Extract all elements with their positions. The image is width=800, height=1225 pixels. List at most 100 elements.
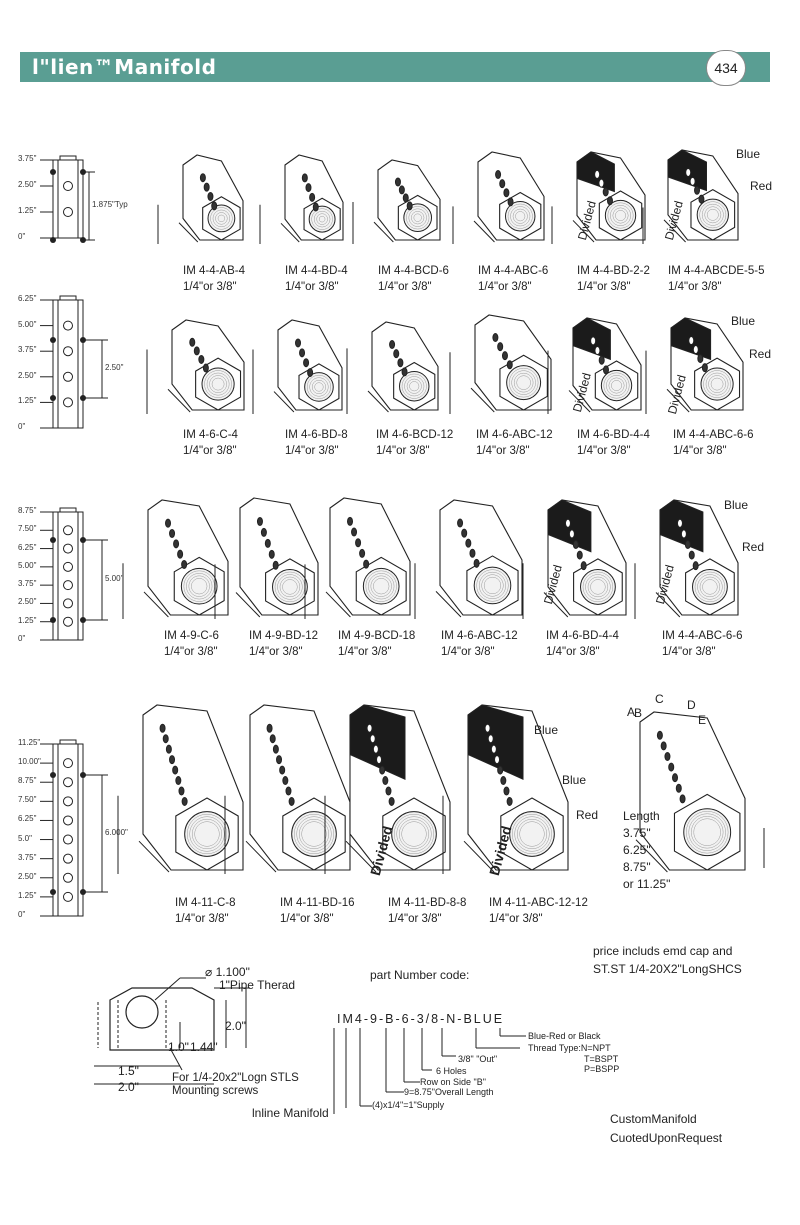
thread-size-label: 1/4"or 3/8" [175,913,229,925]
part-code-label: IM 4-4-BD-4 [285,265,348,277]
d2-label: 1.44" [190,1040,218,1054]
code-note-color: Blue-Red or Black [528,1031,601,1041]
code-note-out: 3/8" "Out" [458,1054,498,1064]
manifold-drawing [634,499,739,619]
part-code-leaders [333,1028,526,1114]
scale-tick-label: 0" [18,634,26,643]
part-code-label: IM 4-11-C-8 [175,897,236,909]
scale-tick-label: 1.25" [18,206,37,215]
scale-tick-label: 11.25" [18,738,41,747]
item-label: IM 4-11-C-8 1/4"or 3/8" [175,895,236,927]
part-code-label: IM 4-9-BCD-18 [338,630,416,642]
thread-size-label: 1/4"or 3/8" [476,445,530,457]
scale-dimension-label: 5.00" [105,574,124,583]
code-note-holes: 6 Holes [436,1066,467,1076]
scale-tick-label: 5.00" [18,560,37,570]
scale-drawing-row-4 [40,739,108,917]
scale-tick-label: 10.00" [18,757,41,767]
thread-size-label: 1/4"or 3/8" [673,445,727,457]
code-note-thread: Thread Type:N=NPT [528,1043,611,1053]
custom-note-line-1: CustomManifold [610,1112,697,1126]
screw-note-line-1: For 1/4-20x2"Logn STLS [172,1072,299,1084]
item-label: IM 4-6-ABC-12 1/4"or 3/8" [476,427,553,459]
part-code-label: IM 4-6-BD-8 [285,429,348,441]
scale-tick-label: 1.25" [18,396,37,406]
scale-tick-label: 6.25" [18,542,37,552]
manifold-drawing [645,317,744,414]
length-4: or 11.25" [623,877,671,891]
scale-tick-label: 1.25" [18,890,37,900]
part-code-label: IM 4-6-C-4 [183,429,238,441]
thread-size-label: 1/4"or 3/8" [183,445,237,457]
part-code-label: IM 4-4-ABC-6 [478,265,549,277]
scale-tick-label: 2.50" [18,370,37,380]
sides-diagram-manifold [635,711,765,873]
scale-tick-label: 2.50" [18,180,37,189]
manifold-drawing [157,154,244,244]
manifold-drawing [642,149,739,244]
inline-manifold-label: lnline Manifold [252,1106,329,1120]
code-note-supply: (4)x1/4"=1"Supply [372,1100,445,1110]
side-letter-b: B [634,706,643,720]
screw-note: For 1/4-20x2"Logn STLS Mounting screws [172,1072,299,1098]
blue-tag: Blue [736,147,761,161]
manifold-drawing [452,151,545,244]
side-letter-a: A [627,705,636,719]
scale-dimension-label: 1.875"Typ [92,200,128,209]
scale-drawing-row-2 [40,295,108,429]
manifold-drawing [346,321,439,414]
length-1: 3.75" [623,826,651,840]
thread-size-label: 1/4"or 3/8" [285,445,339,457]
side-letter-c: C [655,692,664,706]
scale-tick-label: 0" [18,232,26,241]
scale-dimension-label: 2.50" [105,363,124,372]
red-tag: Red [750,179,773,193]
manifold-drawing [449,314,552,414]
manifold-drawing [551,151,646,244]
part-code-label: IM 4-6-BCD-12 [376,429,454,441]
red-tag: Red [749,347,772,361]
part-code-label: IM 4-4-BD-2-2 [577,265,650,277]
scale-tick-label: 7.50" [18,524,37,534]
part-code-label: IM 4-4-ABC-6-6 [662,630,743,642]
length-label: Length [623,809,660,823]
code-note-thread-t: T=BSPT [584,1054,619,1064]
length-3: 8.75" [623,860,651,874]
page-title: l"lien™Manifold [32,55,217,79]
price-note-line-1: price includs emd cap and [593,944,733,958]
diameter-label: ⌀ 1.100" [205,965,250,979]
code-note-thread-p: P=BSPP [584,1064,620,1074]
part-code-label: IM 4-6-ABC-12 [441,630,518,642]
manifold-drawing [547,317,642,414]
scale-drawing-row-3 [40,507,108,641]
item-label: IM 4-4-BD-2-2 1/4"or 3/8" [577,263,650,295]
scale-tick-label: 0" [18,422,26,431]
part-code-label: IM 4-6-ABC-12 [476,429,553,441]
scale-tick-label: 1.25" [18,615,37,625]
diameter-value: 1.100" [215,965,250,979]
scale-tick-label: 3.75" [18,579,37,589]
scale-dimension-label: 6.000" [105,827,128,837]
part-code-label: IM 4-9-BD-12 [249,630,319,642]
thread-size-label: 1/4"or 3/8" [577,281,631,293]
item-label: IM 4-6-C-4 1/4"or 3/8" [183,427,238,459]
screw-note-line-2: Mounting screws [172,1085,259,1097]
custom-note-line-2: CuotedUponRequest [610,1131,723,1145]
manifold-drawing [352,159,441,244]
part-code-label: IM 4-9-C-6 [164,630,219,642]
manifold-drawing [442,704,569,874]
thread-size-label: 1/4"or 3/8" [249,646,303,658]
length-2: 6.25" [623,843,651,857]
manifold-drawing [224,704,351,874]
part-code-label: IM 4-6-BD-4-4 [546,630,619,642]
item-label: IM 4-6-BD-8 1/4"or 3/8" [285,427,348,459]
